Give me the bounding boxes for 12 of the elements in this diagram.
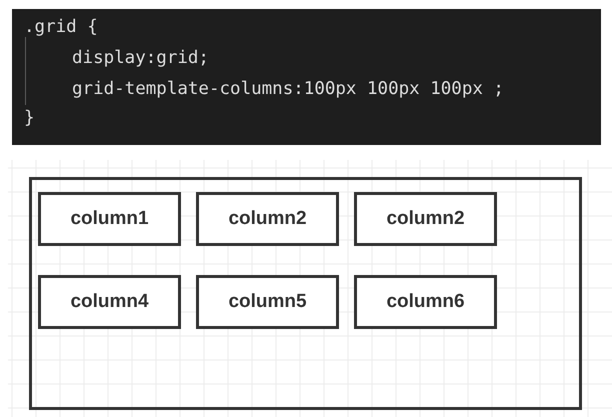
- code-line: display:grid;: [72, 47, 209, 69]
- grid-item: column4: [38, 275, 181, 329]
- code-panel: [12, 9, 601, 145]
- grid-container: [29, 177, 582, 410]
- grid-item: column2: [196, 192, 339, 246]
- grid-item: column6: [354, 275, 497, 329]
- grid-item: column5: [196, 275, 339, 329]
- grid-item: column2: [354, 192, 497, 246]
- code-line: grid-template-columns:100px 100px 100px ;: [72, 78, 504, 100]
- code-line: .grid {: [24, 16, 98, 38]
- grid-item: column1: [38, 192, 181, 246]
- code-line: }: [24, 107, 35, 129]
